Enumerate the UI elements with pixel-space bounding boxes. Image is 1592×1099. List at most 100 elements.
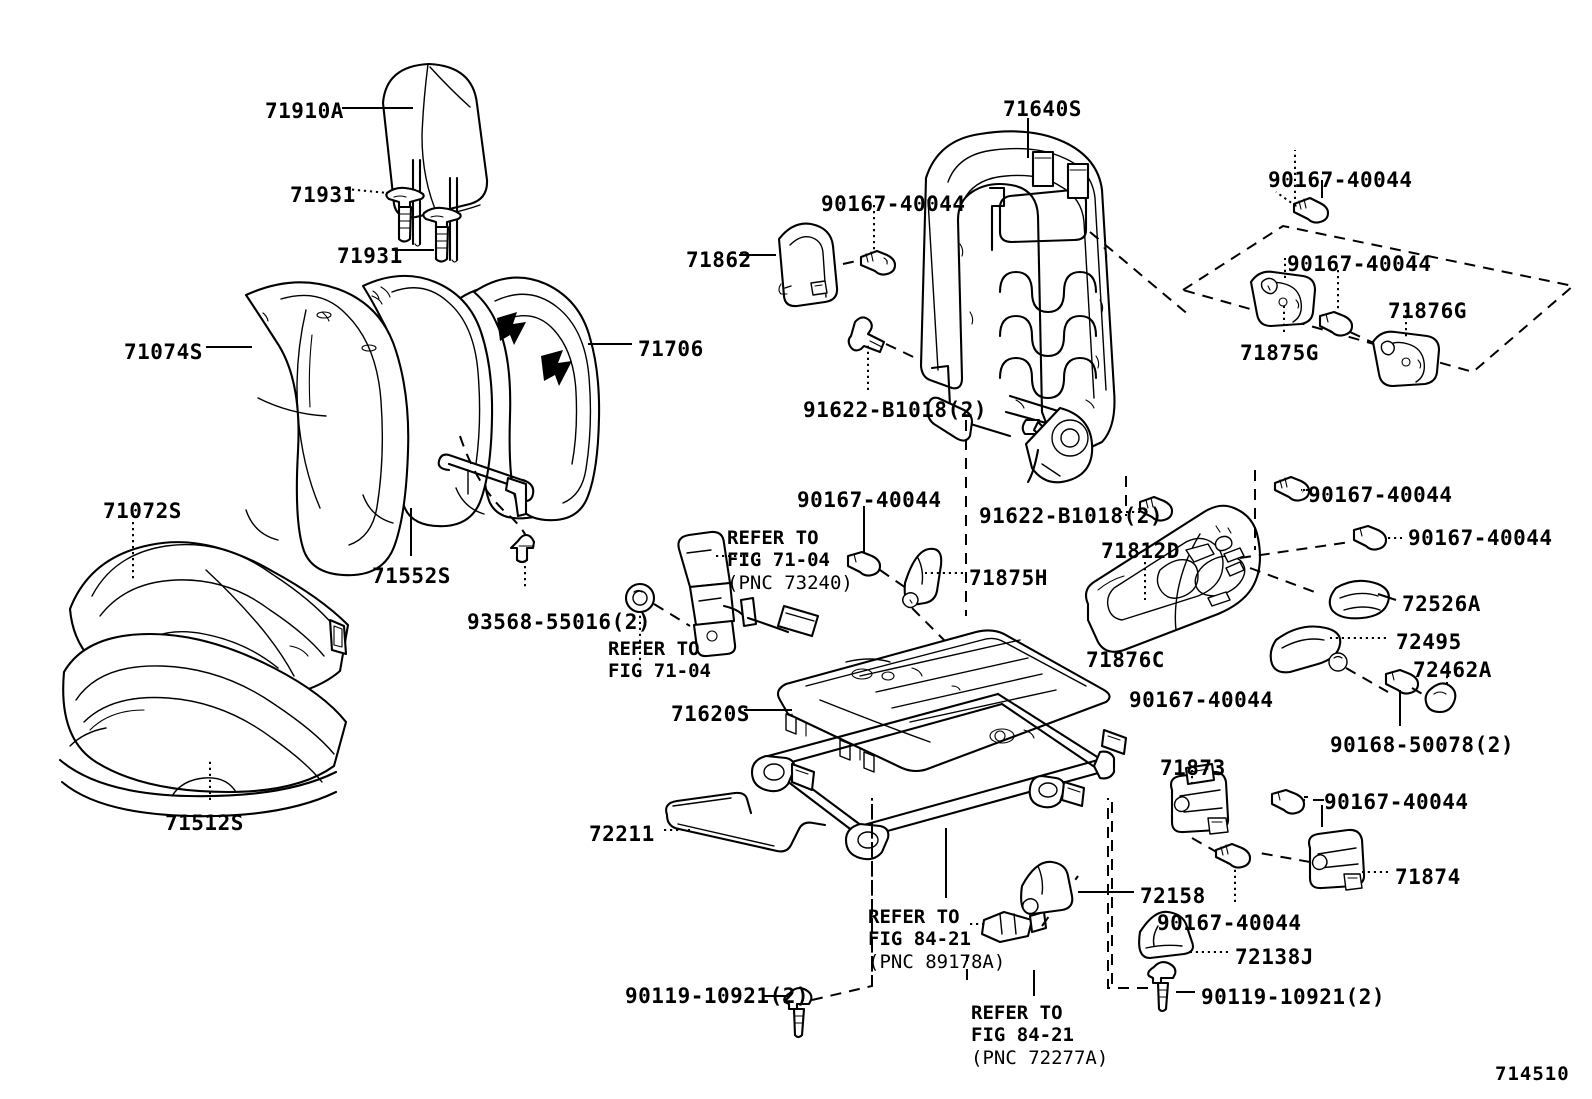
part-label-71552s: 71552S	[372, 564, 451, 588]
part-71874-bracket	[1307, 828, 1366, 891]
part-label-71931: 71931	[290, 183, 356, 207]
part-90167-40044-b	[1292, 196, 1330, 224]
part-seatbelt-anchor	[624, 582, 656, 614]
part-label-93568550162: 93568-55016(2)	[467, 610, 652, 634]
part-label-71876g: 71876G	[1388, 299, 1467, 323]
part-90167-40044-i	[1214, 842, 1252, 869]
part-seatbelt-buckle	[677, 530, 820, 658]
part-71875G-bracket	[1249, 270, 1317, 328]
part-label-72158: 72158	[1140, 884, 1206, 908]
part-90167-40044-a	[859, 249, 897, 276]
part-label-9016740044: 90167-40044	[1324, 790, 1469, 814]
part-label-71910a: 71910A	[265, 99, 344, 123]
part-label-71640s: 71640S	[1003, 97, 1082, 121]
part-label-9016740044: 90167-40044	[797, 488, 942, 512]
part-label-9016740044: 90167-40044	[1308, 483, 1453, 507]
part-label-9016740044: 90167-40044	[1157, 911, 1302, 935]
part-label-90168500782: 90168-50078(2)	[1330, 733, 1515, 757]
part-label-9016740044: 90167-40044	[1129, 688, 1274, 712]
refer-fig-number: 84-21	[1016, 1024, 1074, 1047]
part-label-71512s: 71512S	[165, 811, 244, 835]
refer-fig-word: FIG	[971, 1024, 1017, 1047]
part-90119-10921-a	[783, 987, 813, 1039]
part-71640S-seatback-frame	[919, 130, 1116, 484]
part-72138J-bracket	[1138, 910, 1195, 960]
part-72158-bracket	[1020, 860, 1074, 916]
part-label-71931: 71931	[337, 244, 403, 268]
refer-line-3-pnc: (PNC 89178A)	[868, 950, 1006, 973]
dashline-71875G	[1089, 231, 1191, 317]
part-71072S-cushion	[58, 541, 350, 818]
refer-line-2: FIG 84-21	[971, 1024, 1108, 1046]
part-label-71875h: 71875H	[969, 566, 1048, 590]
part-label-71074s: 71074S	[124, 340, 203, 364]
part-72526A-knob	[1328, 579, 1390, 620]
part-71931-b	[422, 206, 462, 263]
part-label-90119109212: 90119-10921(2)	[1201, 985, 1386, 1009]
refer-line-1: REFER TO	[868, 906, 960, 928]
part-71862-cap	[777, 222, 839, 308]
part-72211-wire	[665, 791, 827, 853]
part-90167-40044-f	[1352, 524, 1388, 551]
part-label-71706: 71706	[638, 337, 704, 361]
part-71876G-bracket	[1371, 330, 1441, 388]
part-label-9016740044: 90167-40044	[1408, 526, 1553, 550]
part-label-71876c: 71876C	[1086, 648, 1165, 672]
part-91622-B1018-a	[847, 316, 886, 354]
part-71620S-seat-track	[750, 629, 1128, 861]
refer-line-1: REFER TO	[608, 638, 700, 660]
part-93568-55016	[509, 533, 536, 564]
part-label-71620s: 71620S	[671, 702, 750, 726]
part-90167-40044-e	[1273, 475, 1311, 502]
dashline-71552S-93568	[459, 435, 527, 537]
part-label-71875g: 71875G	[1240, 341, 1319, 365]
part-71873-bracket	[1169, 762, 1230, 835]
part-label-91622b10182: 91622-B1018(2)	[979, 504, 1164, 528]
part-label-71072s: 71072S	[103, 499, 182, 523]
part-90167-40044-d	[846, 550, 882, 577]
part-71552S-frame	[437, 453, 535, 518]
refer-line-3-pnc: (PNC 72277A)	[971, 1046, 1109, 1069]
refer-fig-word: FIG	[868, 928, 914, 951]
part-label-9016740044: 90167-40044	[821, 192, 966, 216]
part-label-71873: 71873	[1160, 756, 1226, 780]
part-label-71812d: 71812D	[1101, 539, 1180, 563]
refer-line-3-pnc: (PNC 73240)	[727, 571, 853, 594]
part-71875H-bracket	[902, 547, 943, 609]
part-72462A-cap	[1424, 682, 1457, 714]
part-connector-89178A	[980, 910, 1048, 944]
part-label-72138j: 72138J	[1235, 945, 1314, 969]
refer-fig-number: 84-21	[913, 928, 971, 951]
part-label-9016740044: 90167-40044	[1287, 252, 1432, 276]
part-90119-10921-b	[1147, 961, 1177, 1013]
refer-line-2: FIG 84-21	[868, 928, 1005, 950]
part-label-9016740044: 90167-40044	[1268, 168, 1413, 192]
part-label-71874: 71874	[1395, 865, 1461, 889]
refer-fig-word: FIG	[727, 549, 773, 572]
refer-fig-number: 71-04	[772, 549, 830, 572]
part-71074S-seatback-cover	[145, 274, 601, 632]
part-label-72211: 72211	[589, 822, 655, 846]
figure-id: 714510	[1495, 1063, 1570, 1085]
part-label-71862: 71862	[686, 248, 752, 272]
part-71931-a	[385, 186, 425, 243]
part-label-72495: 72495	[1396, 630, 1462, 654]
refer-line-1: REFER TO	[971, 1002, 1063, 1024]
part-71812D-side-shield	[1084, 504, 1262, 653]
refer-line-2: FIG 71-04	[608, 660, 711, 682]
part-91622-B1018-b	[1138, 495, 1174, 522]
part-72495-lever	[1269, 625, 1348, 674]
part-label-90119109212: 90119-10921(2)	[625, 984, 810, 1008]
part-90167-40044-h	[1270, 788, 1306, 815]
part-90167-40044-c	[1318, 310, 1354, 337]
refer-fig-word: FIG	[608, 660, 654, 683]
refer-fig-number: 71-04	[653, 660, 711, 683]
part-label-72462a: 72462A	[1413, 658, 1492, 682]
refer-line-2: FIG 71-04	[727, 549, 853, 571]
